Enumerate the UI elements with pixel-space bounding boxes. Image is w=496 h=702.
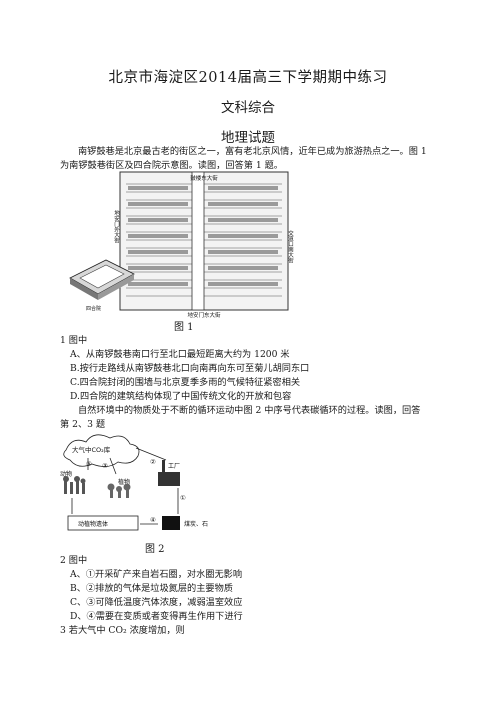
figure-1-map: 鼓楼东大街 地安门东大街 交道口南大街 地安门外大街 四合院 <box>68 170 296 320</box>
intro-line-1: 南锣鼓巷是北京最古老的街区之一，富有老北京风情，近年已成为旅游热点之一。图 1 <box>78 146 427 157</box>
intro-line-2: 为南锣鼓巷街区及四合院示意图。读图，回答第 1 题。 <box>60 160 283 171</box>
document-title: 北京市海淀区2014届高三下学期期中练习 <box>108 70 388 86</box>
intro2-line-2: 第 2、3 题 <box>60 419 106 430</box>
q2-option-d: D、④需要在变质或者变得再生作用下进行 <box>70 611 243 622</box>
coal-label: 煤炭、石油 <box>184 520 208 528</box>
q1-option-b: B.按行走路线从南锣鼓巷北口向南再向东可至菊儿胡同东口 <box>70 363 310 374</box>
marker-2: ② <box>150 458 156 466</box>
label-bottom-street: 地安门东大街 <box>187 311 221 319</box>
figure-2-caption: 图 2 <box>145 544 165 555</box>
q3-stem: 3 若大气中 CO₂ 浓度增加，则 <box>60 625 185 636</box>
label-siheyuan: 四合院 <box>86 305 101 312</box>
figure-2-carbon-cycle: 大气中CO₂库 动物 植物 工厂 ⑤ ③ ② ① ④ 动植物遗 <box>58 430 214 542</box>
remains-label: 动植物遗体 <box>78 520 108 528</box>
intro2-line-1: 自然环境中的物质处于不断的循环运动中图 2 中序号代表碳循环的过程。读图，回答 <box>78 405 421 416</box>
subject-title: 文科综合 <box>221 100 275 116</box>
q2-option-a: A、①开采矿产来自岩石圈，对水圈无影响 <box>70 569 243 580</box>
q2-option-c: C、③可降低温度汽体浓度，减弱温室效应 <box>70 597 243 608</box>
q1-option-a: A、从南锣鼓巷南口行至北口最短距离大约为 1200 米 <box>70 349 290 360</box>
q1-stem: 1 图中 <box>60 335 88 346</box>
marker-5: ⑤ <box>86 460 92 468</box>
q2-option-b: B、②排放的气体是垃圾氮层的主要物质 <box>70 583 233 594</box>
atmosphere-cloud <box>63 434 140 467</box>
q1-option-c: C.四合院封闭的围墙与北京夏季多雨的气候特征紧密相关 <box>70 377 301 388</box>
marker-1: ① <box>180 494 186 502</box>
factory-label: 工厂 <box>168 463 180 470</box>
q1-option-d: D.四合院的建筑结构体现了中国传统文化的开放和包容 <box>70 391 292 402</box>
atmosphere-label: 大气中CO₂库 <box>72 445 111 454</box>
plants-label: 植物 <box>118 478 130 486</box>
animals-label: 动物 <box>60 470 72 478</box>
factory-icon <box>158 460 180 486</box>
marker-3: ③ <box>102 462 108 470</box>
label-right-street: 交道口南大街 <box>287 229 294 265</box>
q2-stem: 2 图中 <box>60 555 88 566</box>
label-top-street: 鼓楼东大街 <box>190 174 218 182</box>
label-left-street: 地安门外大街 <box>113 209 120 245</box>
section-title: 地理试题 <box>221 130 275 146</box>
marker-4: ④ <box>150 516 156 524</box>
figure-1-caption: 图 1 <box>174 322 194 333</box>
siheyuan-inset: 四合院 <box>69 259 135 312</box>
